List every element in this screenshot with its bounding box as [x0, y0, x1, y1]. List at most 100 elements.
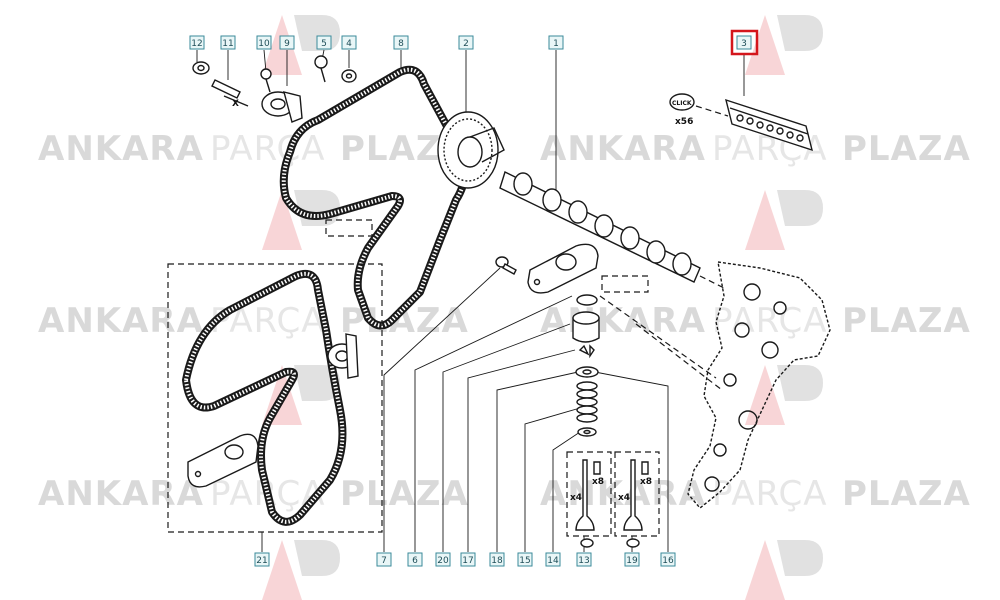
keeper-quantity-left: x8	[592, 477, 604, 487]
callout-1[interactable]: 1	[548, 35, 564, 50]
callout-label: 20	[437, 556, 449, 566]
watermark-logo	[262, 540, 340, 600]
valve-set-right: x4 x8	[614, 451, 660, 548]
callout-label: 5	[321, 39, 327, 49]
callout-label: 4	[346, 39, 352, 49]
callout-4[interactable]: 4	[341, 35, 357, 50]
callout-10[interactable]: 10	[256, 35, 272, 50]
bearing-cap-6	[527, 243, 599, 294]
callout-label: 3	[741, 39, 747, 49]
kit-tensioner	[327, 333, 359, 379]
watermark-word: ANKARA	[38, 129, 204, 169]
valve-quantity-right: x4	[618, 493, 630, 503]
clip-text: CLICK	[672, 100, 692, 107]
bolt-5	[314, 55, 328, 83]
callout-label: 13	[578, 556, 589, 566]
shim-20	[576, 294, 598, 306]
spring-15	[576, 381, 598, 423]
retainer-16	[575, 366, 599, 378]
seat-14	[577, 427, 597, 437]
callout-2[interactable]: 2	[458, 35, 474, 50]
callout-label: 8	[398, 39, 404, 49]
callout-3[interactable]: 3	[730, 29, 759, 56]
callout-label: 15	[519, 556, 530, 566]
keeper-quantity-right: x8	[640, 477, 652, 487]
valve-quantity-left: x4	[570, 493, 582, 503]
callout-label: 17	[462, 556, 473, 566]
watermark-logo	[745, 540, 823, 600]
callout-18[interactable]: 18	[489, 552, 505, 567]
callout-label: 12	[191, 39, 202, 49]
valve-set-left: x4 x8	[566, 451, 612, 548]
callout-label: 6	[412, 556, 418, 566]
callout-label: 14	[547, 556, 559, 566]
bolt-7	[495, 256, 517, 275]
callout-label: 19	[626, 556, 638, 566]
callout-13[interactable]: 13	[576, 552, 592, 567]
tensioner-9	[261, 91, 303, 123]
camshaft-sprocket	[437, 111, 505, 189]
selected-part-highlight	[730, 29, 759, 56]
callout-17[interactable]: 17	[460, 552, 476, 567]
bolt-10	[260, 68, 272, 93]
callout-label: 11	[222, 39, 233, 49]
watermark-word: ANKARA	[38, 301, 204, 341]
clip-quantity: x56	[675, 117, 693, 127]
callout-label: 21	[256, 556, 267, 566]
callout-6[interactable]: 6	[407, 552, 423, 567]
valve-seal-13	[580, 538, 594, 548]
keepers-18	[578, 344, 595, 359]
single-clip	[669, 93, 695, 111]
valve-seal-19	[626, 538, 640, 548]
leader-lines	[196, 49, 745, 552]
callout-8[interactable]: 8	[393, 35, 409, 50]
camshaft	[499, 171, 725, 289]
callout-20[interactable]: 20	[435, 552, 451, 567]
watermark-logo	[745, 190, 823, 250]
callout-21[interactable]: 21	[254, 552, 270, 567]
callout-11[interactable]: 11	[220, 35, 236, 50]
nut-12	[192, 61, 210, 75]
callout-label: 16	[662, 556, 674, 566]
clip-strip: CLICK x56	[669, 93, 813, 152]
watermark-word: PARÇA	[712, 301, 828, 341]
stud-11: X	[211, 79, 249, 109]
callout-label: 1	[553, 39, 559, 49]
callout-7[interactable]: 7	[376, 552, 392, 567]
watermark-word: PARÇA	[712, 474, 828, 514]
callout-label: 9	[284, 39, 290, 49]
watermark-word: PARÇA	[210, 129, 326, 169]
callout-label: 18	[491, 556, 503, 566]
watermark-word: ANKARA	[540, 129, 706, 169]
watermark-word: ANKARA	[540, 301, 706, 341]
callout-9[interactable]: 9	[279, 35, 295, 50]
clip-row	[736, 114, 804, 142]
callout-16[interactable]: 16	[660, 552, 676, 567]
washer-4	[341, 69, 357, 83]
dimension-x-label: X	[232, 99, 239, 109]
belt-kit-box	[167, 263, 383, 533]
watermark-word: PLAZA	[842, 474, 971, 514]
callout-label: 7	[381, 556, 387, 566]
dashed-tag	[601, 275, 649, 293]
watermark-text: ANKARA PARÇA PLAZA ANKARA PARÇA PLAZA AN…	[38, 129, 971, 514]
callout-12[interactable]: 12	[189, 35, 205, 50]
engine-block-sketch	[599, 261, 831, 509]
watermark-logo	[745, 15, 823, 75]
callout-19[interactable]: 19	[624, 552, 640, 567]
dashed-tag	[325, 219, 373, 237]
callout-label: 2	[463, 39, 469, 49]
kit-plate	[187, 433, 259, 488]
watermark-word: PLAZA	[340, 474, 469, 514]
bucket-17	[572, 311, 600, 343]
watermark-logo	[745, 365, 823, 425]
watermark-word: ANKARA	[38, 474, 204, 514]
watermark-word: PLAZA	[842, 301, 971, 341]
callout-label: 10	[258, 39, 270, 49]
watermark-word: PLAZA	[842, 129, 971, 169]
callout-5[interactable]: 5	[316, 35, 332, 50]
callout-14[interactable]: 14	[545, 552, 561, 567]
callout-15[interactable]: 15	[517, 552, 533, 567]
